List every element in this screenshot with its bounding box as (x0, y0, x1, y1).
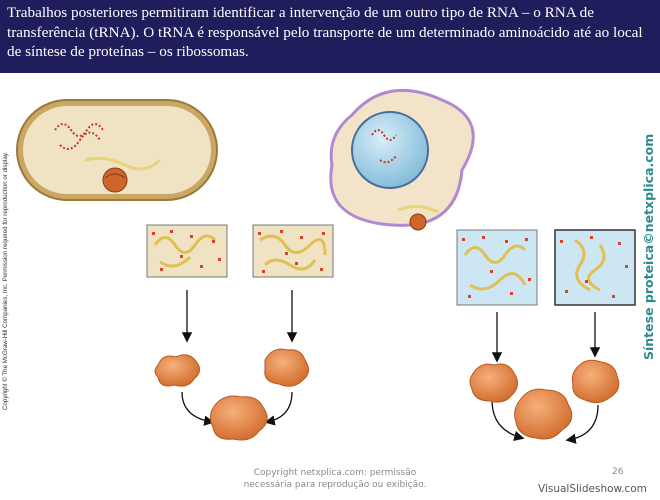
prokaryote-translation-box-1 (146, 224, 228, 278)
side-copyright: Copyright © The McGraw-Hill Companies, I… (2, 151, 9, 410)
watermark: VisualSlideshow.com (538, 483, 647, 495)
prokaryotic-cell (16, 99, 218, 201)
eukaryotic-cell (329, 88, 475, 231)
eukaryote-translation-box-1 (456, 229, 538, 306)
footer-copyright: Copyright netxplica.com: permissão neces… (243, 468, 427, 490)
side-brand: Síntese proteica©netxplica.com (641, 133, 656, 360)
flow-arrows (181, 290, 601, 444)
header-text: Trabalhos posteriores permitiram identif… (7, 4, 643, 60)
protein-blobs (154, 348, 620, 441)
title-banner: Trabalhos posteriores permitiram identif… (0, 0, 660, 73)
prokaryote-translation-box-2 (252, 224, 334, 278)
eukaryote-translation-box-2 (554, 229, 636, 306)
page-number: 26 (612, 467, 624, 477)
